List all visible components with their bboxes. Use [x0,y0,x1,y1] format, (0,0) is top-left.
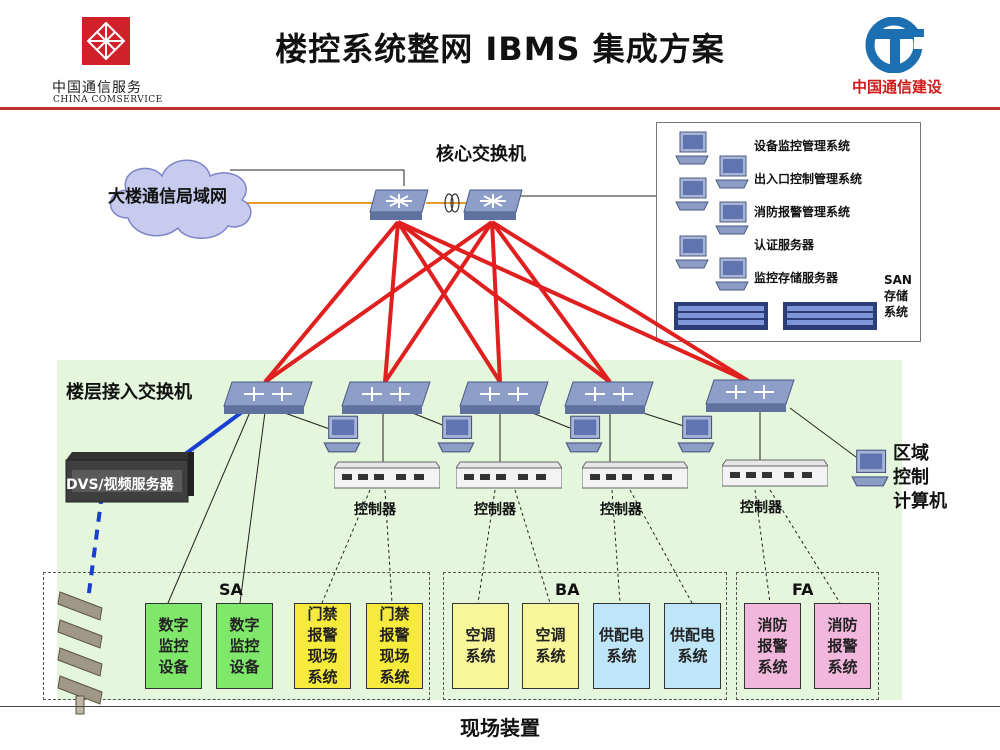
china-comservice-logo [82,17,130,65]
leaf-label: 数字 监控 设备 [158,615,189,676]
controller-label-1: 控制器 [354,502,396,518]
camera-stack-icon [56,586,112,720]
core-switch-1 [368,188,430,226]
controller-device-3 [581,460,689,494]
logo-right-cn: 中国通信建设 [852,78,943,96]
access-switch-2 [340,380,432,420]
leaf-label: 空调 系统 [465,626,496,665]
group-label-fa: FA [792,580,814,599]
dvs-label: DVS/视频服务器 [66,477,174,493]
group-box-fa [736,572,879,700]
server-pc-icon-4 [714,200,750,240]
access-switch-label: 楼层接入交换机 [66,382,192,403]
footer-rule [0,706,1000,707]
core-switch-2 [462,188,524,226]
leaf-label: 消防 报警 系统 [827,615,858,676]
server-item-1: 设备监控管理系统 [754,139,851,153]
sa-access-alarm-2: 门禁 报警 现场 系统 [366,603,423,689]
sa-digital-monitor-2: 数字 监控 设备 [216,603,273,689]
leaf-label: 空调 系统 [535,626,566,665]
floor-pc-icon-4 [676,414,716,458]
controller-label-2: 控制器 [474,502,516,518]
server-pc-icon-5 [674,234,710,274]
ba-hvac-2: 空调 系统 [522,603,579,689]
sa-access-alarm-1: 门禁 报警 现场 系统 [294,603,351,689]
logo-left-en: CHINA COMSERVICE [53,95,163,105]
ba-power-2: 供配电 系统 [664,603,721,689]
dvs-server [62,452,194,508]
footer-title: 现场装置 [460,716,540,740]
group-label-ba: BA [555,580,580,599]
leaf-label: 门禁 报警 现场 系统 [307,605,338,686]
group-box-sa [43,572,430,700]
san-label: SAN 存储 系统 [884,273,912,319]
controller-device-1 [333,460,441,494]
server-item-2: 出入口控制管理系统 [754,172,863,186]
san-storage-1 [674,302,768,334]
controller-device-4 [721,458,829,492]
server-pc-icon-3 [674,176,710,216]
page-title: 楼控系统整网 IBMS 集成方案 [275,30,725,68]
leaf-label: 供配电 系统 [598,626,644,665]
access-switch-1 [222,380,314,420]
server-item-3: 消防报警管理系统 [754,205,851,219]
logo-left-cn: 中国通信服务 [52,80,142,96]
group-label-sa: SA [219,580,243,599]
server-item-4: 认证服务器 [754,238,815,252]
fa-fire-alarm-2: 消防 报警 系统 [814,603,871,689]
leaf-label: 门禁 报警 现场 系统 [379,605,410,686]
header-rule [0,107,1000,110]
leaf-label: 消防 报警 系统 [757,615,788,676]
lan-cloud-label: 大楼通信局域网 [108,187,227,207]
china-construction-logo [862,16,932,74]
controller-label-3: 控制器 [600,502,642,518]
access-switch-4 [563,380,655,420]
sa-digital-monitor-1: 数字 监控 设备 [145,603,202,689]
san-storage-2 [783,302,877,334]
server-pc-icon-1 [674,130,710,170]
ba-power-1: 供配电 系统 [593,603,650,689]
fa-fire-alarm-1: 消防 报警 系统 [744,603,801,689]
ba-hvac-1: 空调 系统 [452,603,509,689]
core-switch-label: 核心交换机 [436,144,526,165]
floor-pc-icon-2 [436,414,476,458]
lan-cloud [100,148,260,244]
access-switch-3 [458,380,550,420]
access-switch-5 [704,378,796,418]
server-pc-icon-2 [714,154,750,194]
server-pc-icon-6 [714,256,750,296]
leaf-label: 数字 监控 设备 [229,615,260,676]
server-item-5: 监控存储服务器 [754,271,839,285]
group-box-ba [443,572,727,700]
controller-device-2 [455,460,563,494]
controller-label-4: 控制器 [740,500,782,516]
area-pc-label: 区域 控制 计算机 [893,443,947,512]
leaf-label: 供配电 系统 [669,626,715,665]
floor-pc-icon-1 [322,414,362,458]
area-pc-icon [850,448,890,492]
floor-pc-icon-3 [564,414,604,458]
